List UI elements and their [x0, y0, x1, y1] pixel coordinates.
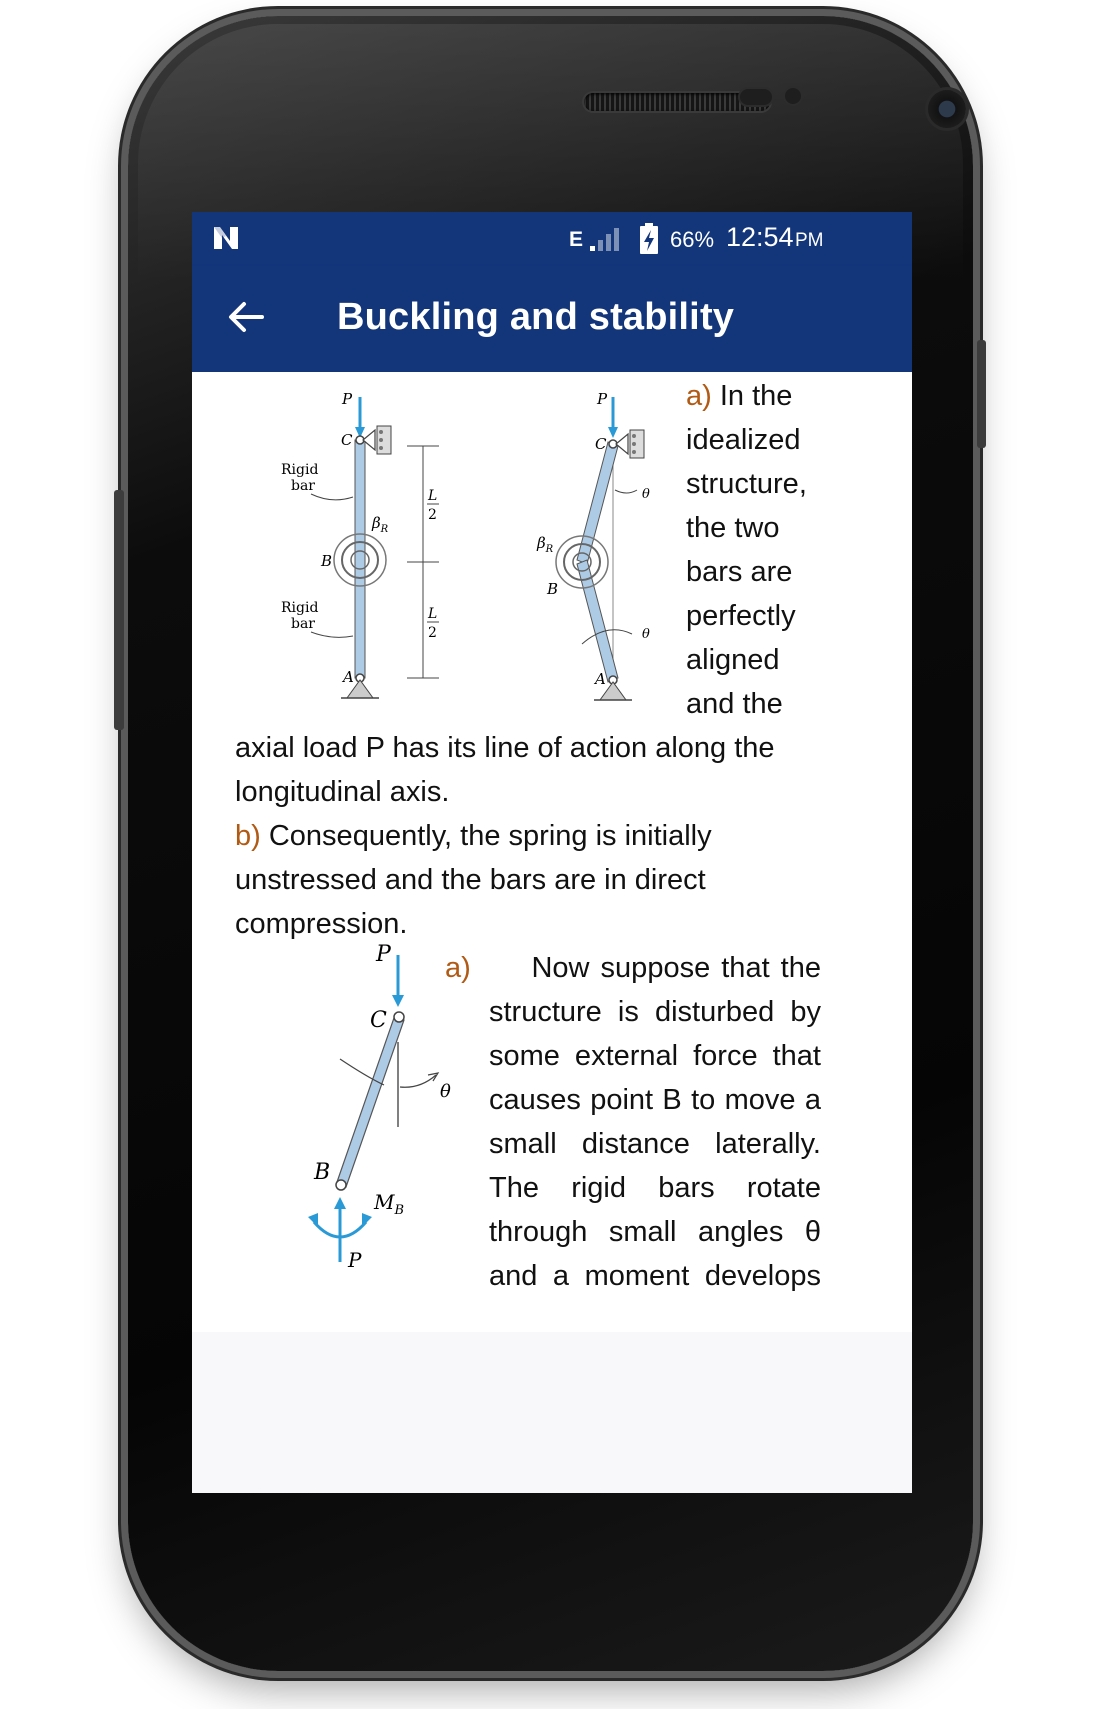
content-area: P C Rigid bar βR B Rigid bar [192, 372, 912, 1493]
para-a2-line-7: through small angles θ [489, 1216, 821, 1248]
point-label-a: A [341, 668, 354, 686]
dim-upper-2: 2 [428, 507, 437, 523]
power-button[interactable] [977, 340, 986, 448]
angle-label-theta-top: θ [642, 487, 650, 502]
point-label-c-2: C [370, 1008, 387, 1033]
para-a2-line-2: structure is disturbed by [489, 996, 821, 1028]
left-diagram: P C Rigid bar βR B Rigid bar [281, 390, 439, 699]
dim-lower-l: L [427, 606, 437, 622]
para-a1-line-7: aligned [686, 644, 780, 676]
para-a1-line-9: axial load P has its line of action alon… [235, 732, 775, 764]
earpiece-speaker [584, 93, 770, 111]
para-a1-line-1: a) In the [686, 380, 793, 412]
dim-lower-2: 2 [428, 625, 437, 641]
para-a1-line-8: and the [686, 688, 783, 720]
para-a2-line-1: a) Now suppose that the [445, 944, 821, 992]
proximity-sensor [740, 89, 772, 105]
para-a1-line-10: longitudinal axis. [235, 776, 450, 808]
content-bottom-area [192, 1332, 912, 1493]
marker-b: b) [235, 820, 261, 852]
para-a2-line-6: The rigid bars rotate [489, 1172, 821, 1204]
buckling-figure-idealized: P C Rigid bar βR B Rigid bar [281, 390, 650, 701]
screen: E 66% 12:54 PM Buckling and stability [192, 212, 912, 1493]
para-b-line-1: b) Consequently, the spring is initially [235, 820, 712, 852]
rigid-bar-label-2: bar [291, 478, 315, 494]
para-a1-line-3: structure, [686, 468, 807, 500]
point-label-b-2: B [313, 1160, 330, 1185]
spring-label-beta: βR [371, 514, 389, 535]
n-logo-icon [214, 227, 238, 249]
load-label-p-top: P [375, 942, 392, 967]
angle-label-theta: θ [440, 1081, 451, 1102]
disturbed-bar-figure: P C θ B MB P [308, 942, 451, 1272]
para-b-line-2: unstressed and the bars are in direct [235, 864, 706, 896]
arrow-left-icon[interactable] [222, 292, 272, 342]
battery-percent: 66% [670, 227, 715, 252]
para-a2-line-8: and a moment develops [489, 1260, 821, 1292]
para-a1-line-6: perfectly [686, 600, 796, 632]
point-label-b: B [320, 552, 332, 570]
para-a2-line-3: some external force that [489, 1040, 821, 1072]
clock-ampm: PM [795, 230, 824, 251]
volume-button[interactable] [114, 490, 124, 730]
point-label-c: C [341, 431, 353, 449]
rigid-bar-label-1: Rigid [281, 462, 318, 478]
point-label-a-right: A [593, 670, 606, 688]
front-camera [928, 90, 966, 128]
spring-label-beta-right: βR [536, 534, 554, 555]
para-a1-line-4: the two [686, 512, 780, 544]
status-bar: E 66% 12:54 PM [192, 212, 912, 266]
moment-label-mb: MB [373, 1190, 404, 1218]
app-bar: Buckling and stability [192, 266, 912, 372]
right-diagram: P C θ βR B θ A [536, 390, 650, 701]
para-b-line-3: compression. [235, 908, 408, 940]
page-title: Buckling and stability [337, 296, 735, 338]
point-label-b-right: B [546, 580, 558, 598]
marker-a2: a) [445, 952, 471, 984]
load-label-p-right: P [596, 390, 608, 408]
light-sensor [785, 88, 801, 104]
load-label-p: P [341, 390, 353, 408]
para-a1-line-2: idealized [686, 424, 801, 456]
dim-upper-l: L [427, 488, 437, 504]
angle-label-theta-bottom: θ [642, 627, 650, 642]
para-a2-line-4: causes point B to move a [489, 1084, 821, 1116]
marker-a1: a) [686, 380, 712, 412]
clock-time: 12:54 [726, 222, 794, 252]
para-a1-line-5: bars are [686, 556, 793, 588]
rigid-bar-label-4: bar [291, 616, 315, 632]
point-label-c-right: C [595, 435, 607, 453]
network-type: E [569, 228, 584, 251]
battery-charging-icon [640, 223, 658, 254]
para-a2-line-5: small distance laterally. [489, 1128, 821, 1160]
signal-bars-icon [590, 228, 619, 251]
rigid-bar-label-3: Rigid [281, 600, 318, 616]
load-label-p-bottom: P [347, 1248, 362, 1272]
